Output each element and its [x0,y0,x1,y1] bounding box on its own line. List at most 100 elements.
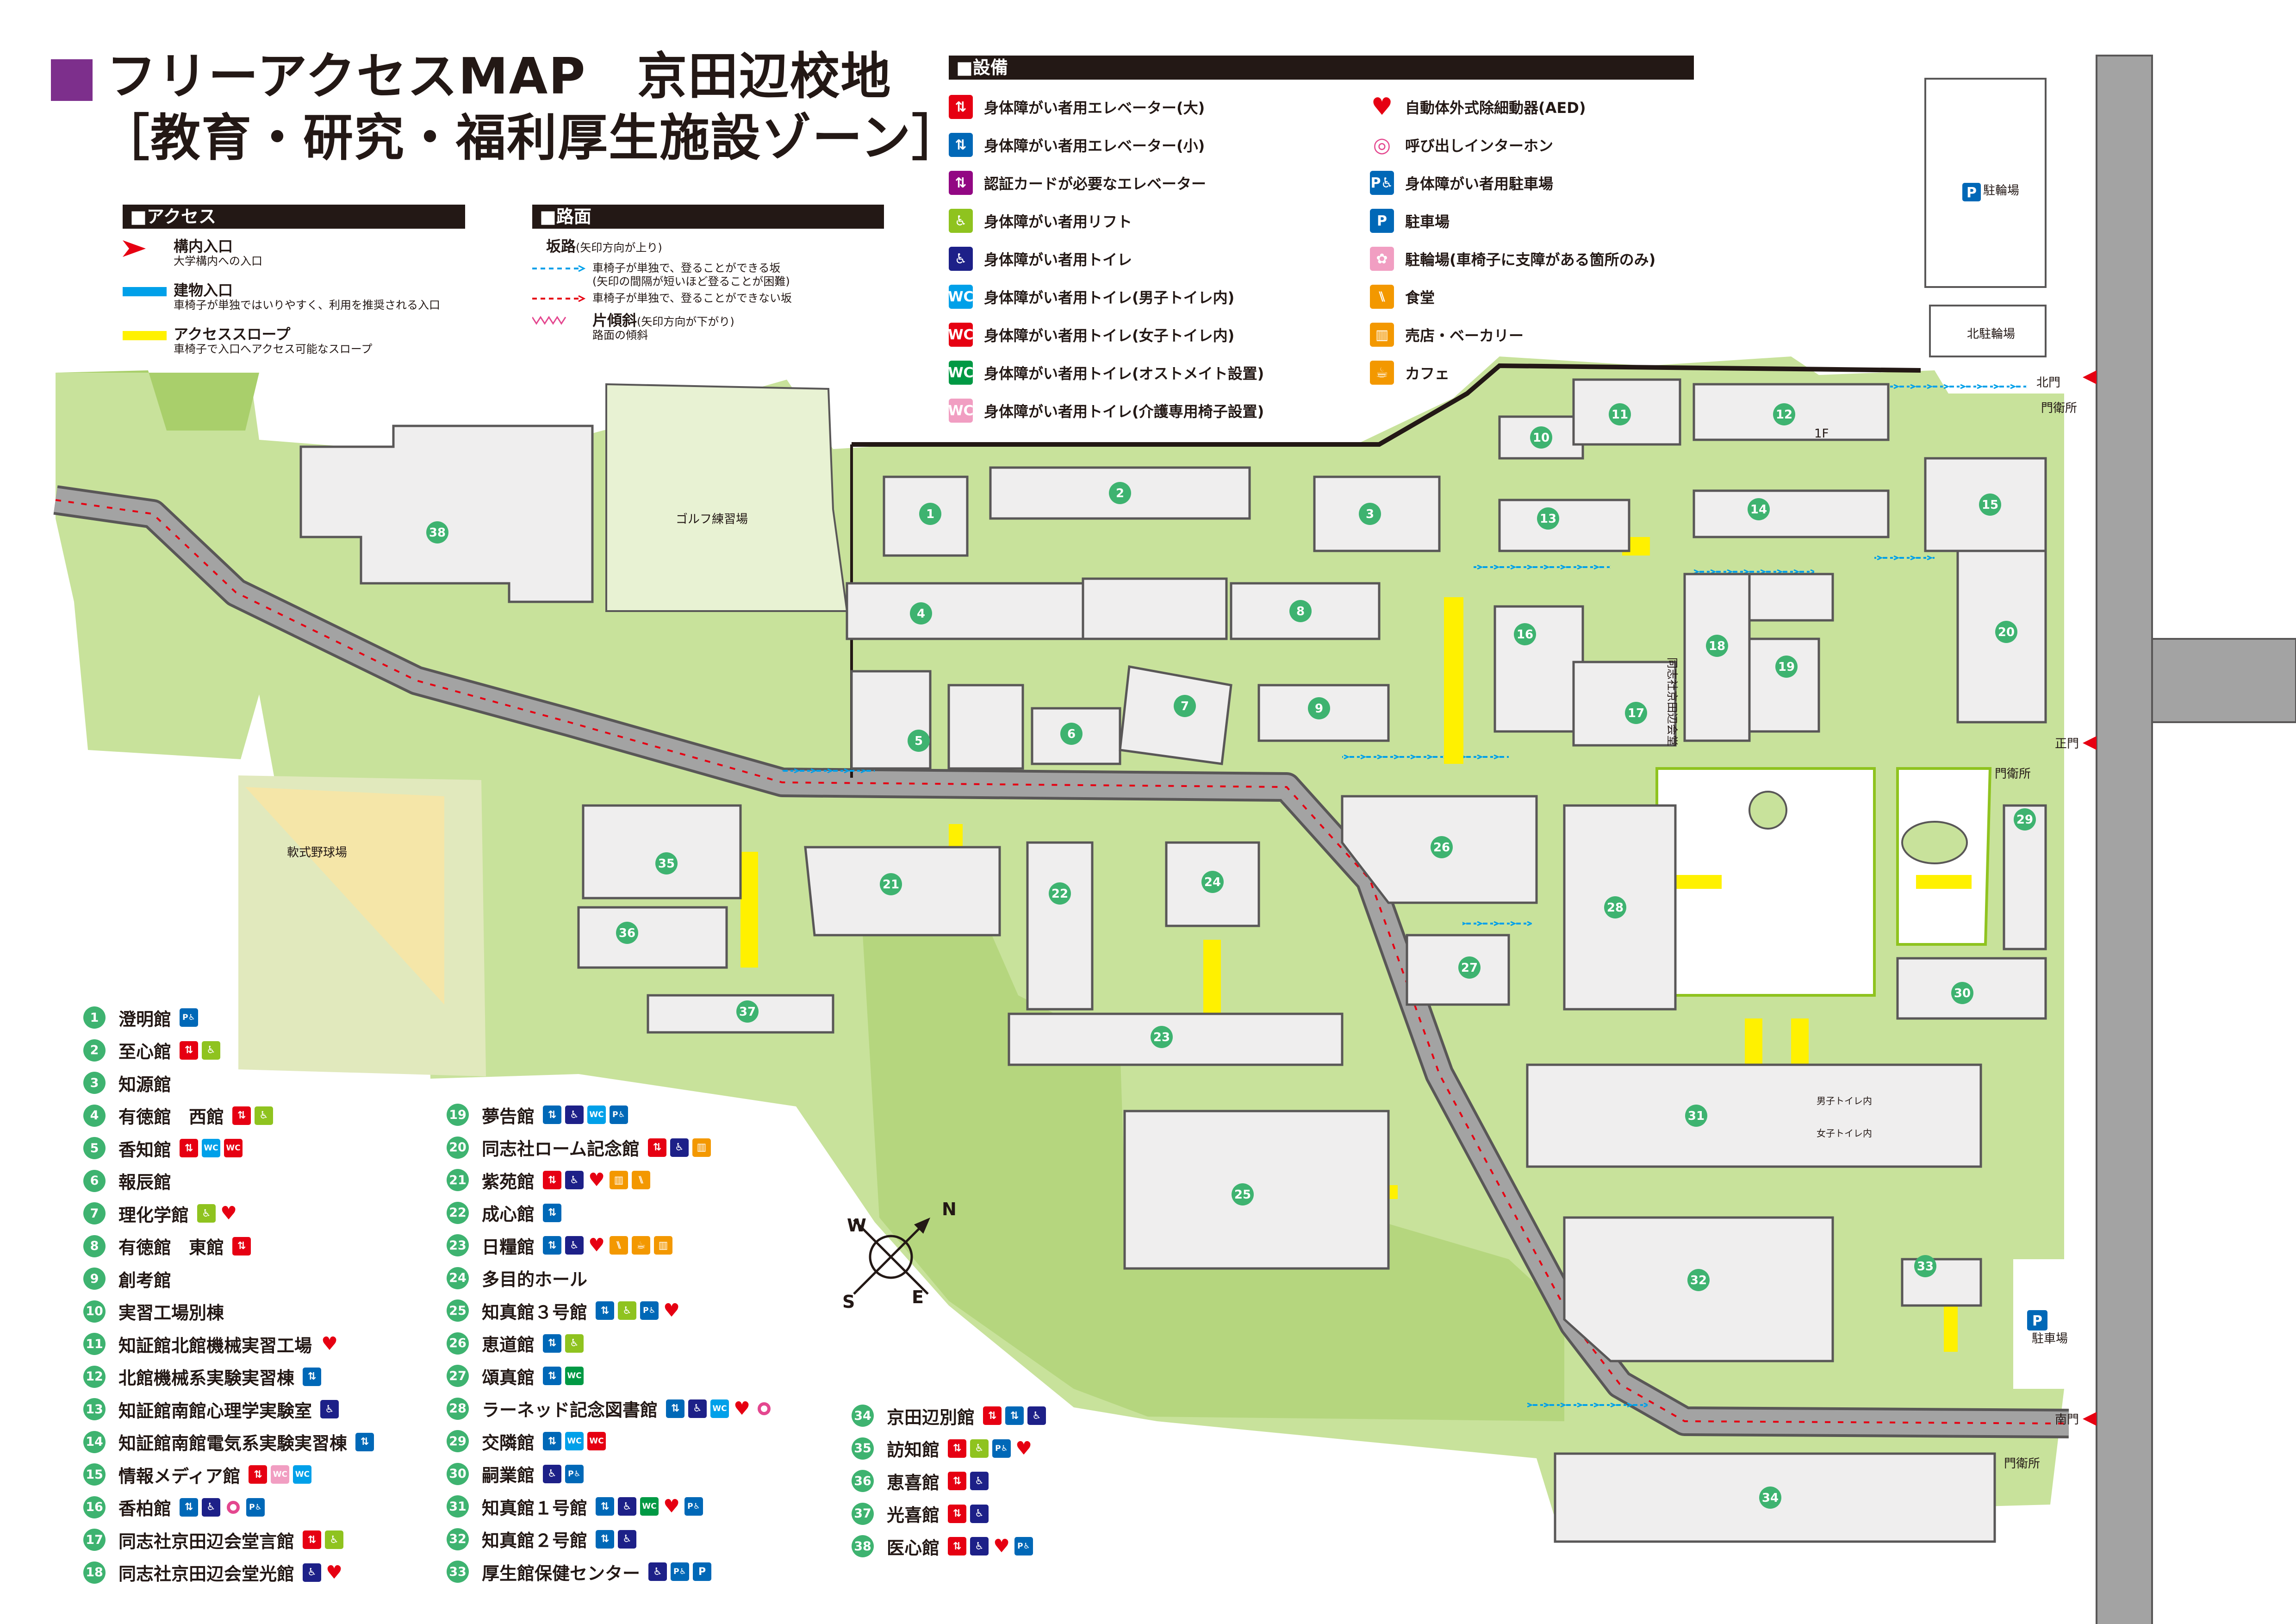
building-23 [1008,1012,1344,1066]
shop-icon: ▥ [692,1138,711,1157]
building-number-badge: 24 [447,1267,469,1289]
building-name: 京田辺別館 [887,1407,975,1428]
toilet-care-icon: WC [271,1465,290,1484]
building-facility-icons: ⇅♿P♿♥ [948,1439,1033,1458]
building-name: 紫苑館 [482,1171,535,1192]
elevator-small-icon: ⇅ [543,1203,562,1222]
building-number-badge: 7 [83,1202,106,1224]
building-number-badge: 26 [447,1332,469,1355]
toilet-icon: ♿ [543,1464,562,1483]
main-gate-label: 正門 [2055,737,2079,751]
facility-legend-label: 身体障がい者用トイレ [984,251,1132,269]
elevator-small-icon: ⇅ [543,1106,562,1124]
facility-legend-row: ✿駐輪場(車椅子に支障がある箇所のみ) [1370,247,1655,271]
legend-building-sub: 車椅子が単独ではいりやすく、利用を推奨される入口 [174,299,440,312]
shop-icon: ▥ [610,1171,628,1189]
building-number-badge: 11 [83,1333,106,1355]
building-number-badge: 32 [447,1528,469,1550]
building-number-badge: 5 [83,1137,106,1159]
cafe-icon: ☕ [632,1236,651,1255]
facility-legend-label: 身体障がい者用リフト [984,213,1132,231]
compass [853,1218,930,1295]
building-name: 香柏館 [118,1499,172,1519]
building-number-badge: 16 [83,1496,106,1518]
shop-icon: ▥ [654,1236,673,1255]
lift-icon: ♿ [618,1301,637,1320]
hall-vertical-label: 同志社京田辺会堂 [1666,657,1679,746]
compass-e: E [912,1287,924,1307]
building-name: 創考館 [118,1270,172,1291]
building-18 [1683,573,1751,742]
building-number-badge: 38 [852,1535,874,1557]
building-number-badge: 35 [852,1437,874,1460]
building-7-8 [1082,577,1228,640]
building-number-badge: 30 [447,1462,469,1485]
toilet-icon: ♿ [303,1563,322,1582]
building-name: 理化学館 [118,1205,189,1225]
facility-legend-label: 自動体外式除細動器(AED) [1405,99,1586,117]
building-number-badge: 8 [83,1235,106,1257]
facility-legend-label: 身体障がい者用トイレ(女子トイレ内) [984,327,1235,344]
elevator-large-icon: ⇅ [232,1106,251,1125]
building-number-marker [1458,956,1481,979]
building-name: 報辰館 [118,1172,172,1193]
elevator-small-icon: ⇅ [180,1498,199,1517]
toilet-icon: ♿ [565,1171,584,1189]
lift-icon: ♿ [197,1204,216,1223]
building-number-badge: 34 [852,1405,874,1427]
building-facility-icons: P♿ [180,1008,199,1027]
page-title: フリーアクセスMAP 京田辺校地 [106,48,892,106]
entry-arrow-icon [123,240,146,257]
lift-icon: ♿ [949,209,973,233]
title-mark [51,59,93,101]
cant-note: (矢印方向が下がり) [637,315,734,328]
elevator-large-icon: ⇅ [303,1530,322,1549]
toilet-icon: ♿ [565,1106,584,1124]
toilet-ostomate-icon: WC [565,1367,584,1385]
building-name: 知真館２号館 [482,1530,588,1551]
building-number-text: 28 [1607,901,1624,915]
golf-label: ゴルフ練習場 [676,512,748,526]
building-number-text: 17 [1628,706,1644,720]
building-number-badge: 29 [447,1430,469,1452]
accessible-parking-icon: P♿ [610,1106,628,1124]
building-facility-icons: ⇅♿P♿♥ [596,1301,681,1320]
accessible-parking-icon: P♿ [671,1562,690,1581]
building-number-marker [1049,882,1071,905]
building-number-marker [1759,1487,1781,1509]
building-number-text: 6 [1067,727,1076,741]
compass-w: W [847,1215,866,1236]
building-5 [850,670,932,770]
elevator-large-icon: ⇅ [647,1138,666,1157]
toilet-icon: ♿ [320,1400,339,1418]
elevator-small-icon: ⇅ [1005,1406,1024,1425]
facility-legend-label: 身体障がい者用エレベーター(小) [984,137,1205,155]
aed-heart-icon: ♥ [321,1333,338,1355]
red-slope-arrow-icon [532,295,585,302]
lift-icon: ♿ [255,1106,274,1125]
facility-legend-label: 呼び出しインターホン [1405,137,1554,155]
facility-legend-label: 食堂 [1405,289,1435,306]
accessible-parking-icon: P♿ [1014,1537,1033,1555]
building-facility-icons: ♿♥ [303,1563,343,1582]
building-number-badge: 33 [447,1561,469,1583]
building-number-text: 11 [1612,408,1628,422]
building-number-marker [1775,656,1798,678]
accessible-parking-icon: P♿ [565,1464,584,1483]
toilet-icon: ♿ [949,247,973,271]
building-number-marker [1687,1269,1710,1291]
toilet-icon: ♿ [1027,1406,1046,1425]
building-number-marker [1604,896,1626,918]
cant-sub: 路面の傾斜 [592,329,648,342]
building-number-badge: 12 [83,1365,106,1388]
building-number-marker [1201,871,1224,893]
guard-south-label: 門衛所 [2004,1457,2040,1471]
